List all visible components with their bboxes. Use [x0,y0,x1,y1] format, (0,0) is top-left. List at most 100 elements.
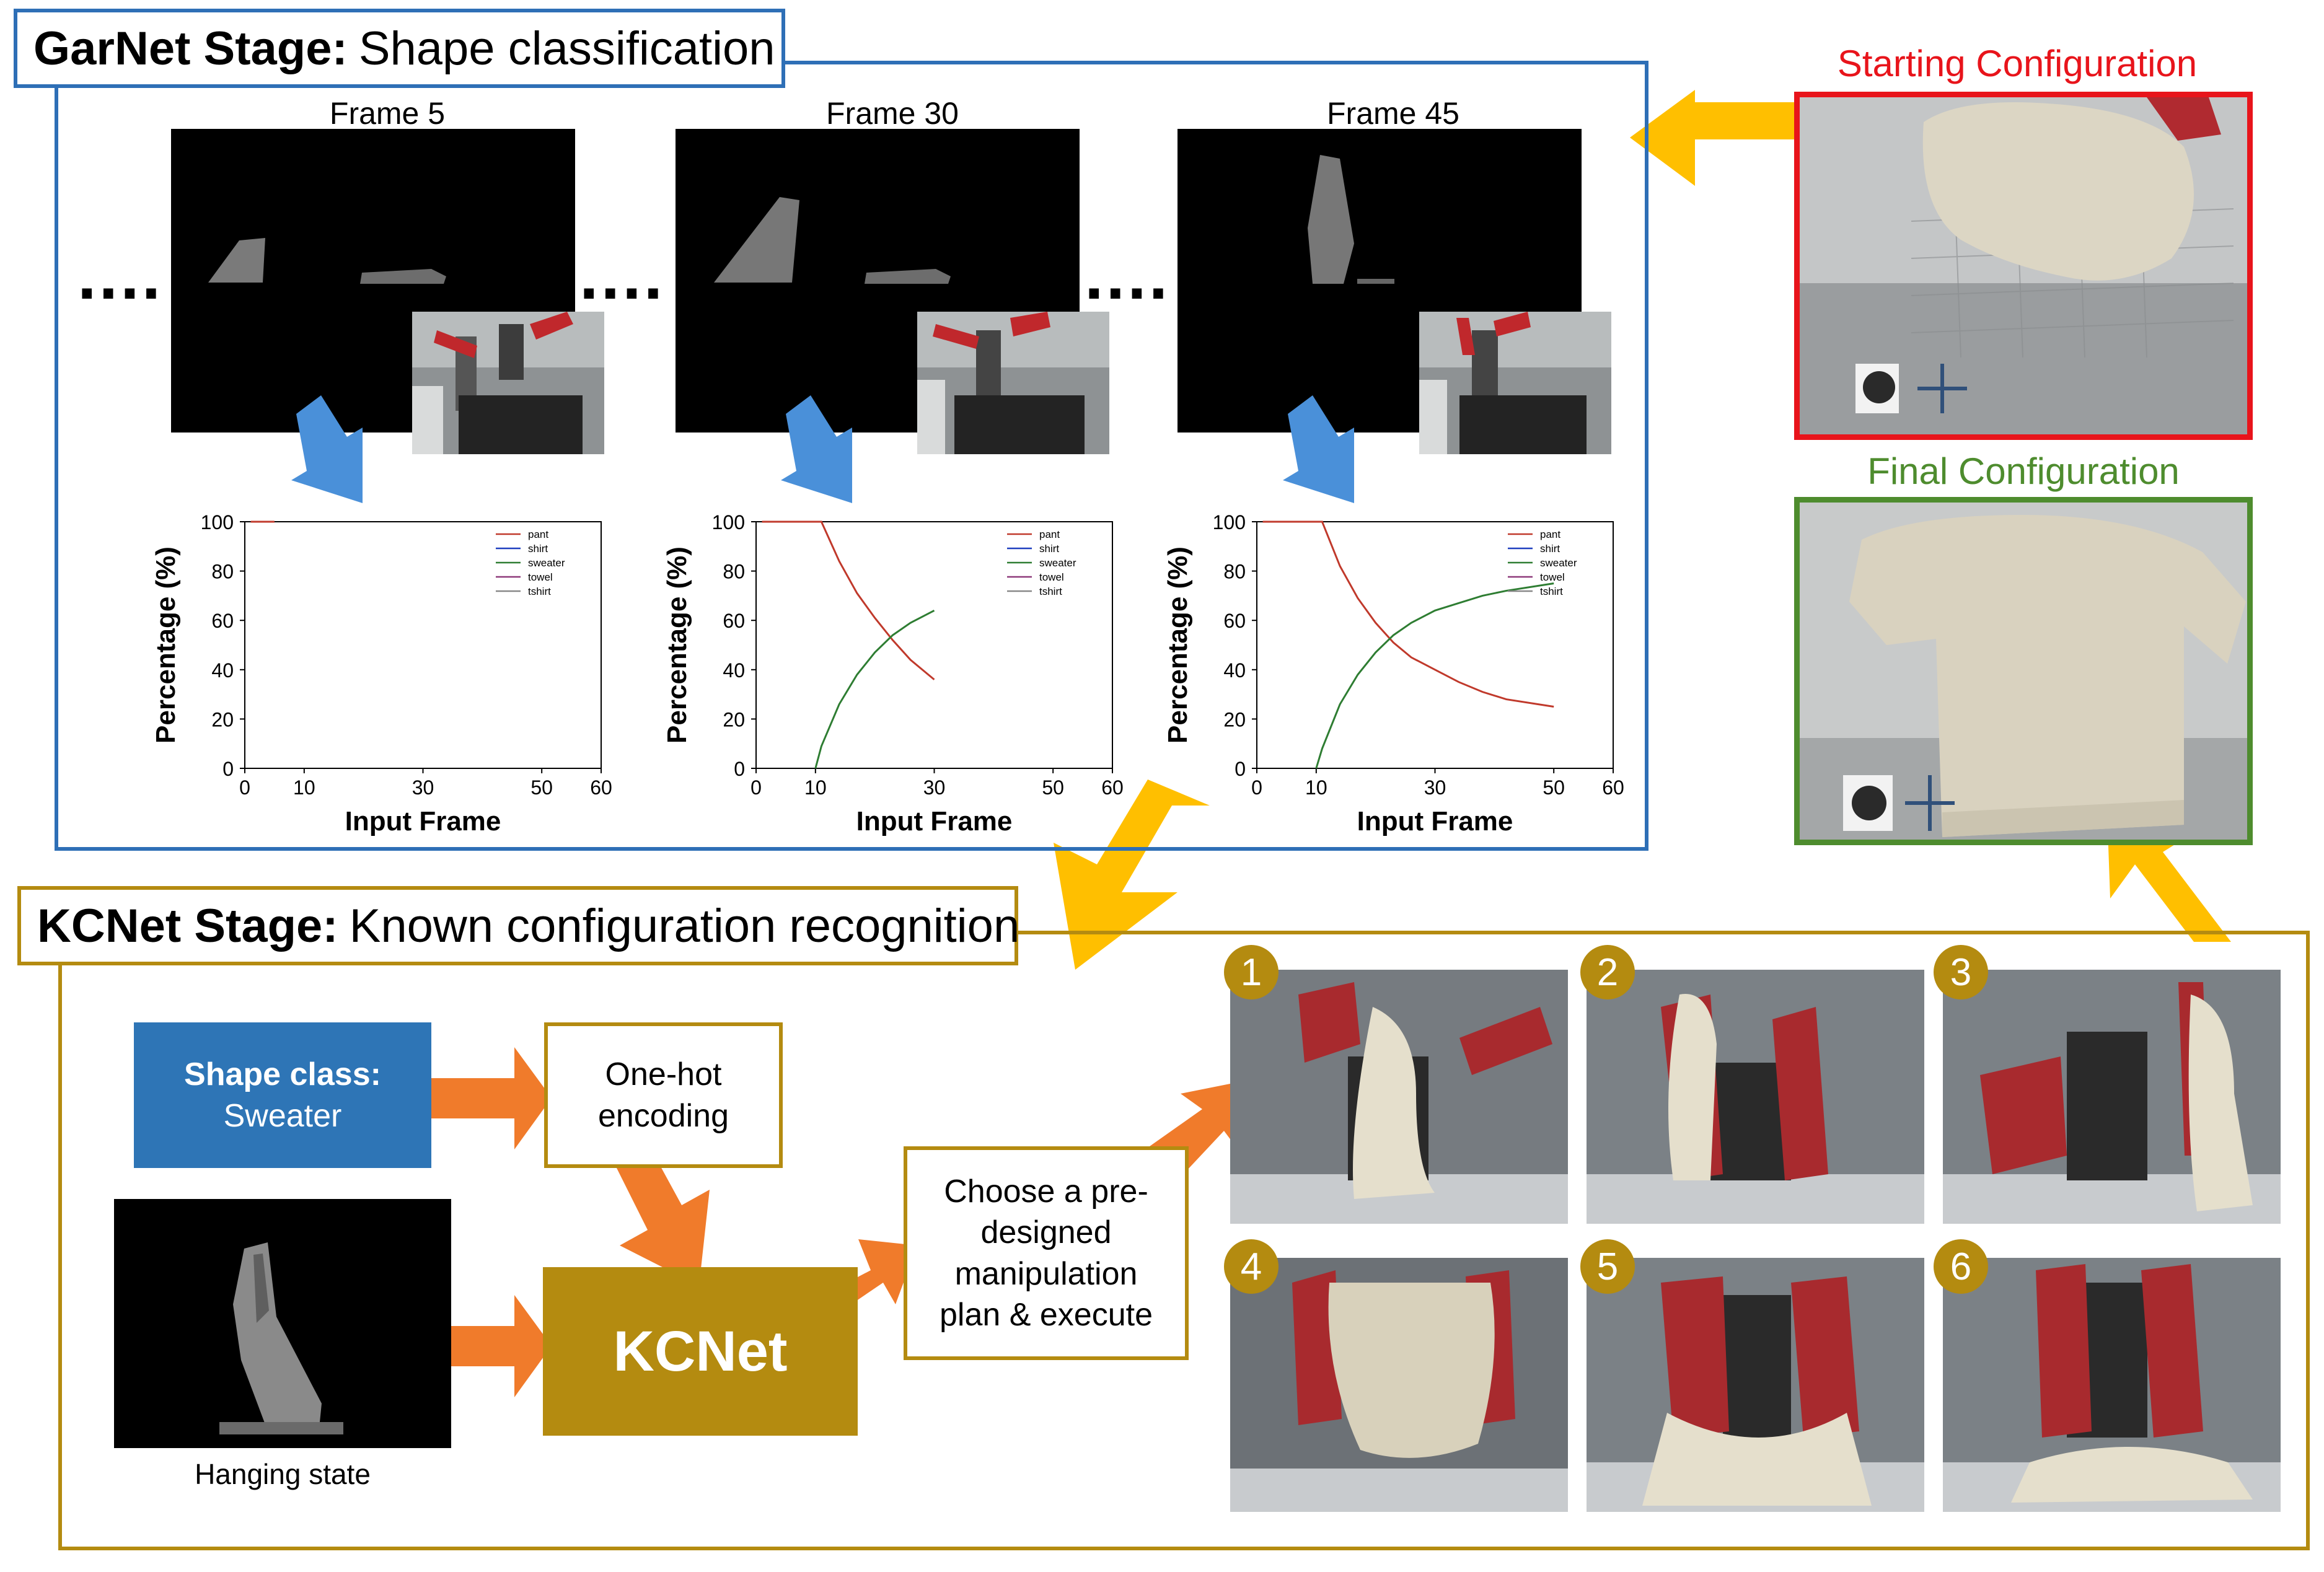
x-tick-label: 50 [1543,776,1565,799]
series-line-pant [762,520,935,680]
frame-label-1: Frame 5 [329,96,446,131]
step-badge-4: 4 [1224,1239,1279,1294]
legend-label-sweater: sweater [1540,557,1577,569]
legend-label-pant: pant [1039,529,1060,540]
x-axis-label: Input Frame [856,806,1013,836]
shape-class-label: Shape class: [184,1056,381,1093]
one-hot-encoding-box: One-hot encoding [544,1022,783,1168]
step-badge-2: 2 [1580,945,1635,999]
legend-label-towel: towel [1039,571,1064,583]
legend-label-towel: towel [528,571,553,583]
choose-plan-box: Choose a pre- designed manipulation plan… [904,1146,1189,1360]
legend-label-sweater: sweater [1039,557,1076,569]
y-axis-label: Percentage (%) [151,547,181,744]
shape-class-box: Shape class: Sweater [134,1022,431,1168]
x-tick-label: 30 [923,776,946,799]
legend-label-tshirt: tshirt [528,586,551,597]
choose-line-3: manipulation [954,1255,1138,1292]
legend-label-tshirt: tshirt [1540,586,1563,597]
robot-camera-image-3 [1419,312,1611,454]
plot-area [755,521,1113,769]
robot-camera-image-1 [412,312,604,454]
blue-arrow-3 [1283,395,1354,503]
y-tick-label: 20 [211,708,234,731]
series-line-sweater [1315,582,1554,769]
kcnet-stage-box [58,931,2310,1550]
orange-arrow-hanging-to-kcnet [416,1295,552,1397]
x-tick-label: 30 [412,776,434,799]
legend-label-towel: towel [1540,571,1565,583]
final-configuration-label: Final Configuration [1867,450,2180,492]
robot-camera-image-2 [917,312,1109,454]
y-tick-label: 60 [211,610,234,632]
shape-class-value: Sweater [223,1097,342,1134]
onehot-line-2: encoding [597,1097,729,1134]
legend-label-shirt: shirt [1039,543,1059,555]
step-badge-1: 1 [1224,945,1279,999]
series-line-pant [1262,520,1554,708]
x-axis-label: Input Frame [1357,806,1513,836]
blue-arrow-2 [781,395,852,503]
y-tick-label: 40 [723,659,745,682]
blue-arrow-1 [291,395,363,503]
garnet-stage-title: GarNet Stage: Shape classification [14,9,785,88]
series-line-sweater [814,609,935,769]
legend-label-shirt: shirt [1540,543,1560,555]
legend-label-sweater: sweater [528,557,565,569]
y-tick-label: 60 [723,610,745,632]
hanging-state-label: Hanging state [195,1458,371,1490]
choose-line-1: Choose a pre- [944,1174,1148,1210]
y-tick-label: 100 [201,511,234,534]
legend-label-pant: pant [1540,529,1560,540]
kcnet-box: KCNet [543,1267,858,1436]
y-tick-label: 0 [1235,758,1246,780]
manipulation-step-photo-3 [1943,970,2281,1224]
crumpled-sweater-image [1800,97,2247,434]
garnet-stage-box [55,61,1648,851]
y-tick-label: 100 [1213,511,1246,534]
x-tick-label: 60 [590,776,612,799]
garnet-title-rest: Shape classification [358,22,775,75]
hanging-state-depth-image [114,1199,451,1448]
ellipsis-1: .... [77,237,164,314]
plot-area [1256,521,1614,769]
starting-configuration-label: Starting Configuration [1837,43,2198,84]
ellipsis-3: .... [1085,237,1171,314]
final-configuration-photo [1794,497,2253,845]
x-tick-label: 10 [804,776,827,799]
y-axis-label: Percentage (%) [662,547,692,744]
manipulation-step-photo-1 [1230,970,1568,1224]
y-tick-label: 40 [1223,659,1246,682]
ellipsis-2: .... [579,237,666,314]
x-tick-label: 0 [1251,776,1262,799]
plot-area [244,521,602,769]
garnet-title-bold: GarNet Stage: [33,22,348,75]
onehot-line-1: One-hot [605,1056,722,1093]
x-tick-label: 60 [1101,776,1124,799]
kcnet-title-bold: KCNet Stage: [37,899,338,952]
kcnet-stage-title: KCNet Stage: Known configuration recogni… [17,886,1019,965]
manipulation-step-photo-2 [1587,970,1924,1224]
x-tick-label: 10 [293,776,315,799]
kcnet-label: KCNet [613,1319,788,1383]
yellow-arrow-to-garnet [1630,90,1815,186]
y-tick-label: 80 [723,561,745,583]
choose-line-4: plan & execute [939,1296,1153,1333]
x-tick-label: 10 [1305,776,1327,799]
x-tick-label: 50 [530,776,553,799]
manipulation-step-photo-4 [1230,1258,1568,1512]
y-tick-label: 20 [1223,708,1246,731]
yellow-arrow-garnet-to-kcnet [1054,779,1210,970]
frame-label-3: Frame 45 [1327,96,1459,131]
choose-line-2: designed [980,1214,1112,1251]
y-tick-label: 80 [211,561,234,583]
y-tick-label: 20 [723,708,745,731]
x-tick-label: 60 [1602,776,1624,799]
y-tick-label: 80 [1223,561,1246,583]
x-axis-label: Input Frame [345,806,501,836]
legend-label-pant: pant [528,529,548,540]
x-tick-label: 0 [239,776,250,799]
